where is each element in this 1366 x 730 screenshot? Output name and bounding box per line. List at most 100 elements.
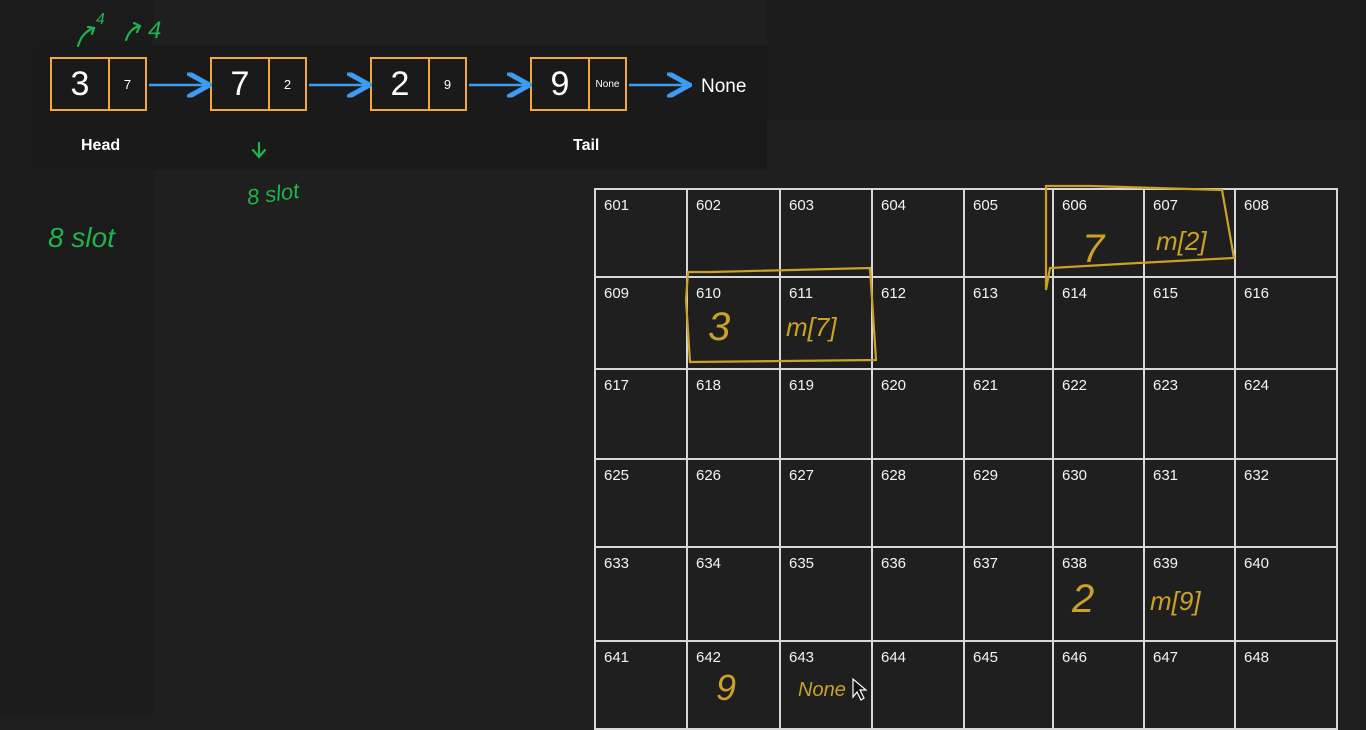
memory-address: 625 bbox=[604, 467, 630, 484]
memory-address: 647 bbox=[1153, 649, 1179, 666]
memory-address: 612 bbox=[881, 285, 907, 302]
memory-address: 636 bbox=[881, 555, 907, 572]
memory-address: 616 bbox=[1244, 285, 1270, 302]
memory-cell: 639 bbox=[1145, 548, 1236, 642]
memory-address: 623 bbox=[1153, 377, 1179, 394]
memory-address: 642 bbox=[696, 649, 722, 666]
mem-value-606: 7 bbox=[1082, 227, 1106, 271]
memory-cell: 619 bbox=[781, 370, 873, 460]
memory-cell: 625 bbox=[596, 460, 688, 548]
memory-address: 602 bbox=[696, 197, 722, 214]
memory-address: 613 bbox=[973, 285, 999, 302]
memory-cell: 613 bbox=[965, 278, 1054, 370]
yellow-boxes bbox=[684, 184, 1236, 364]
memory-address: 638 bbox=[1062, 555, 1088, 572]
mem-value-638: 2 bbox=[1071, 577, 1094, 621]
memory-address: 617 bbox=[604, 377, 630, 394]
memory-address: 601 bbox=[604, 197, 630, 214]
memory-address: 610 bbox=[696, 285, 722, 302]
memory-cell: 637 bbox=[965, 548, 1054, 642]
mem-pointer-639: m[9] bbox=[1150, 586, 1201, 616]
memory-address: 605 bbox=[973, 197, 999, 214]
memory-cell: 616 bbox=[1236, 278, 1338, 370]
memory-address: 629 bbox=[973, 467, 999, 484]
highlight-box-606-607 bbox=[1044, 184, 1236, 291]
green-text: 4 4 8 slot 8 slot bbox=[48, 11, 302, 253]
yellow-text: 7 m[2] 3 m[7] 2 m[9] 9 None bbox=[708, 226, 1207, 708]
memory-address: 630 bbox=[1062, 467, 1088, 484]
node-next: None bbox=[595, 78, 620, 90]
memory-address: 604 bbox=[881, 197, 907, 214]
memory-cell: 608 bbox=[1236, 190, 1338, 278]
linked-list-panel bbox=[35, 45, 767, 170]
memory-address: 620 bbox=[881, 377, 907, 394]
green-annotations bbox=[76, 21, 267, 159]
head-label: Head bbox=[81, 137, 121, 154]
memory-cell: 633 bbox=[596, 548, 688, 642]
memory-address: 614 bbox=[1062, 285, 1088, 302]
memory-address: 641 bbox=[604, 649, 630, 666]
highlight-box-610-611 bbox=[684, 266, 878, 364]
memory-cell: 638 bbox=[1054, 548, 1145, 642]
memory-address: 606 bbox=[1062, 197, 1088, 214]
mem-pointer-607: m[2] bbox=[1156, 226, 1207, 256]
node-value: 9 bbox=[532, 59, 590, 109]
green-note-8slot-node: 8 slot bbox=[245, 178, 301, 210]
memory-address: 622 bbox=[1062, 377, 1088, 394]
memory-cell: 610 bbox=[688, 278, 781, 370]
memory-cell: 605 bbox=[965, 190, 1054, 278]
memory-address: 643 bbox=[789, 649, 815, 666]
memory-cell: 612 bbox=[873, 278, 965, 370]
memory-cell: 635 bbox=[781, 548, 873, 642]
memory-address: 627 bbox=[789, 467, 815, 484]
memory-address: 624 bbox=[1244, 377, 1270, 394]
memory-address: 631 bbox=[1153, 467, 1179, 484]
memory-cell: 620 bbox=[873, 370, 965, 460]
green-note-8slot-left: 8 slot bbox=[48, 222, 116, 253]
memory-address: 621 bbox=[973, 377, 999, 394]
memory-cell: 606 bbox=[1054, 190, 1145, 278]
memory-cell: 602 bbox=[688, 190, 781, 278]
mem-value-642: 9 bbox=[716, 667, 736, 708]
green-number-4a: 4 bbox=[96, 11, 105, 28]
node-value: 2 bbox=[372, 59, 430, 109]
memory-cell: 604 bbox=[873, 190, 965, 278]
memory-cell: 636 bbox=[873, 548, 965, 642]
memory-address: 639 bbox=[1153, 555, 1179, 572]
memory-address: 632 bbox=[1244, 467, 1270, 484]
memory-cell: 628 bbox=[873, 460, 965, 548]
mem-pointer-643: None bbox=[798, 679, 846, 701]
node-value: 3 bbox=[52, 59, 110, 109]
memory-cell: 640 bbox=[1236, 548, 1338, 642]
memory-cell: 629 bbox=[965, 460, 1054, 548]
tail-label: Tail bbox=[573, 137, 600, 154]
memory-address: 635 bbox=[789, 555, 815, 572]
memory-cell: 632 bbox=[1236, 460, 1338, 548]
memory-address: 644 bbox=[881, 649, 907, 666]
memory-address: 609 bbox=[604, 285, 630, 302]
memory-address: 608 bbox=[1244, 197, 1270, 214]
memory-address: 615 bbox=[1153, 285, 1179, 302]
memory-cell: 618 bbox=[688, 370, 781, 460]
node-value: 7 bbox=[212, 59, 270, 109]
green-arrow-1 bbox=[76, 25, 96, 48]
mouse-cursor-icon bbox=[852, 677, 868, 701]
top-right-panel bbox=[767, 0, 1366, 120]
memory-address: 634 bbox=[696, 555, 722, 572]
memory-address: 619 bbox=[789, 377, 815, 394]
memory-address: 648 bbox=[1244, 649, 1270, 666]
green-arrow-2 bbox=[124, 21, 142, 42]
green-down-arrow bbox=[251, 141, 267, 159]
memory-cell: 630 bbox=[1054, 460, 1145, 548]
memory-cell: 601 bbox=[596, 190, 688, 278]
node-next: 2 bbox=[283, 76, 292, 92]
memory-address: 628 bbox=[881, 467, 907, 484]
memory-address: 626 bbox=[696, 467, 722, 484]
node-next: 7 bbox=[123, 76, 132, 92]
memory-address: 611 bbox=[789, 285, 813, 302]
memory-cell: 623 bbox=[1145, 370, 1236, 460]
memory-cell: 611 bbox=[781, 278, 873, 370]
memory-address: 603 bbox=[789, 197, 815, 214]
memory-cell: 621 bbox=[965, 370, 1054, 460]
list-end-none: None bbox=[701, 76, 747, 97]
